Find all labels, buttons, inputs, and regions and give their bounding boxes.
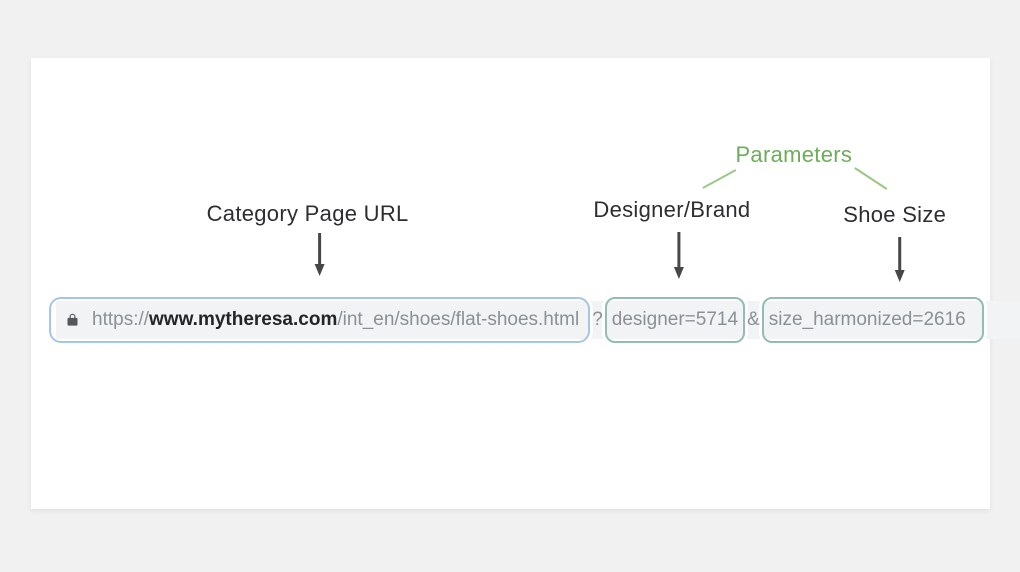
size-param-highlight-box: size_harmonized=2616 xyxy=(761,297,984,343)
address-bar[interactable]: https:// www.mytheresa.com /int_en/shoes… xyxy=(49,297,984,343)
url-query-separator: ? xyxy=(592,309,603,330)
lock-icon xyxy=(65,312,80,328)
parameters-branch-right-line xyxy=(854,167,888,190)
parameters-label: Parameters xyxy=(735,142,853,167)
url-scheme: https:// xyxy=(92,309,150,330)
url-param-size: size_harmonized=2616 xyxy=(768,309,966,330)
url-param-designer: designer=5714 xyxy=(611,309,739,330)
category-page-url-label: Category Page URL xyxy=(206,201,409,226)
category-url-highlight-box: https:// www.mytheresa.com /int_en/shoes… xyxy=(49,297,591,343)
diagram-panel: Parameters Category Page URL Designer/Br… xyxy=(31,58,1020,509)
shoe-size-label: Shoe Size xyxy=(843,202,947,227)
annotation-arrows-layer xyxy=(314,167,905,282)
designer-param-highlight-box: designer=5714 xyxy=(604,297,746,343)
url-domain: www.mytheresa.com xyxy=(149,309,338,330)
designer-brand-label: Designer/Brand xyxy=(593,197,751,222)
url-path: /int_en/shoes/flat-shoes.html xyxy=(337,309,580,330)
address-bar-background xyxy=(56,301,1020,339)
parameters-branch-left-line xyxy=(702,169,737,189)
url-ampersand-separator: & xyxy=(747,309,760,330)
